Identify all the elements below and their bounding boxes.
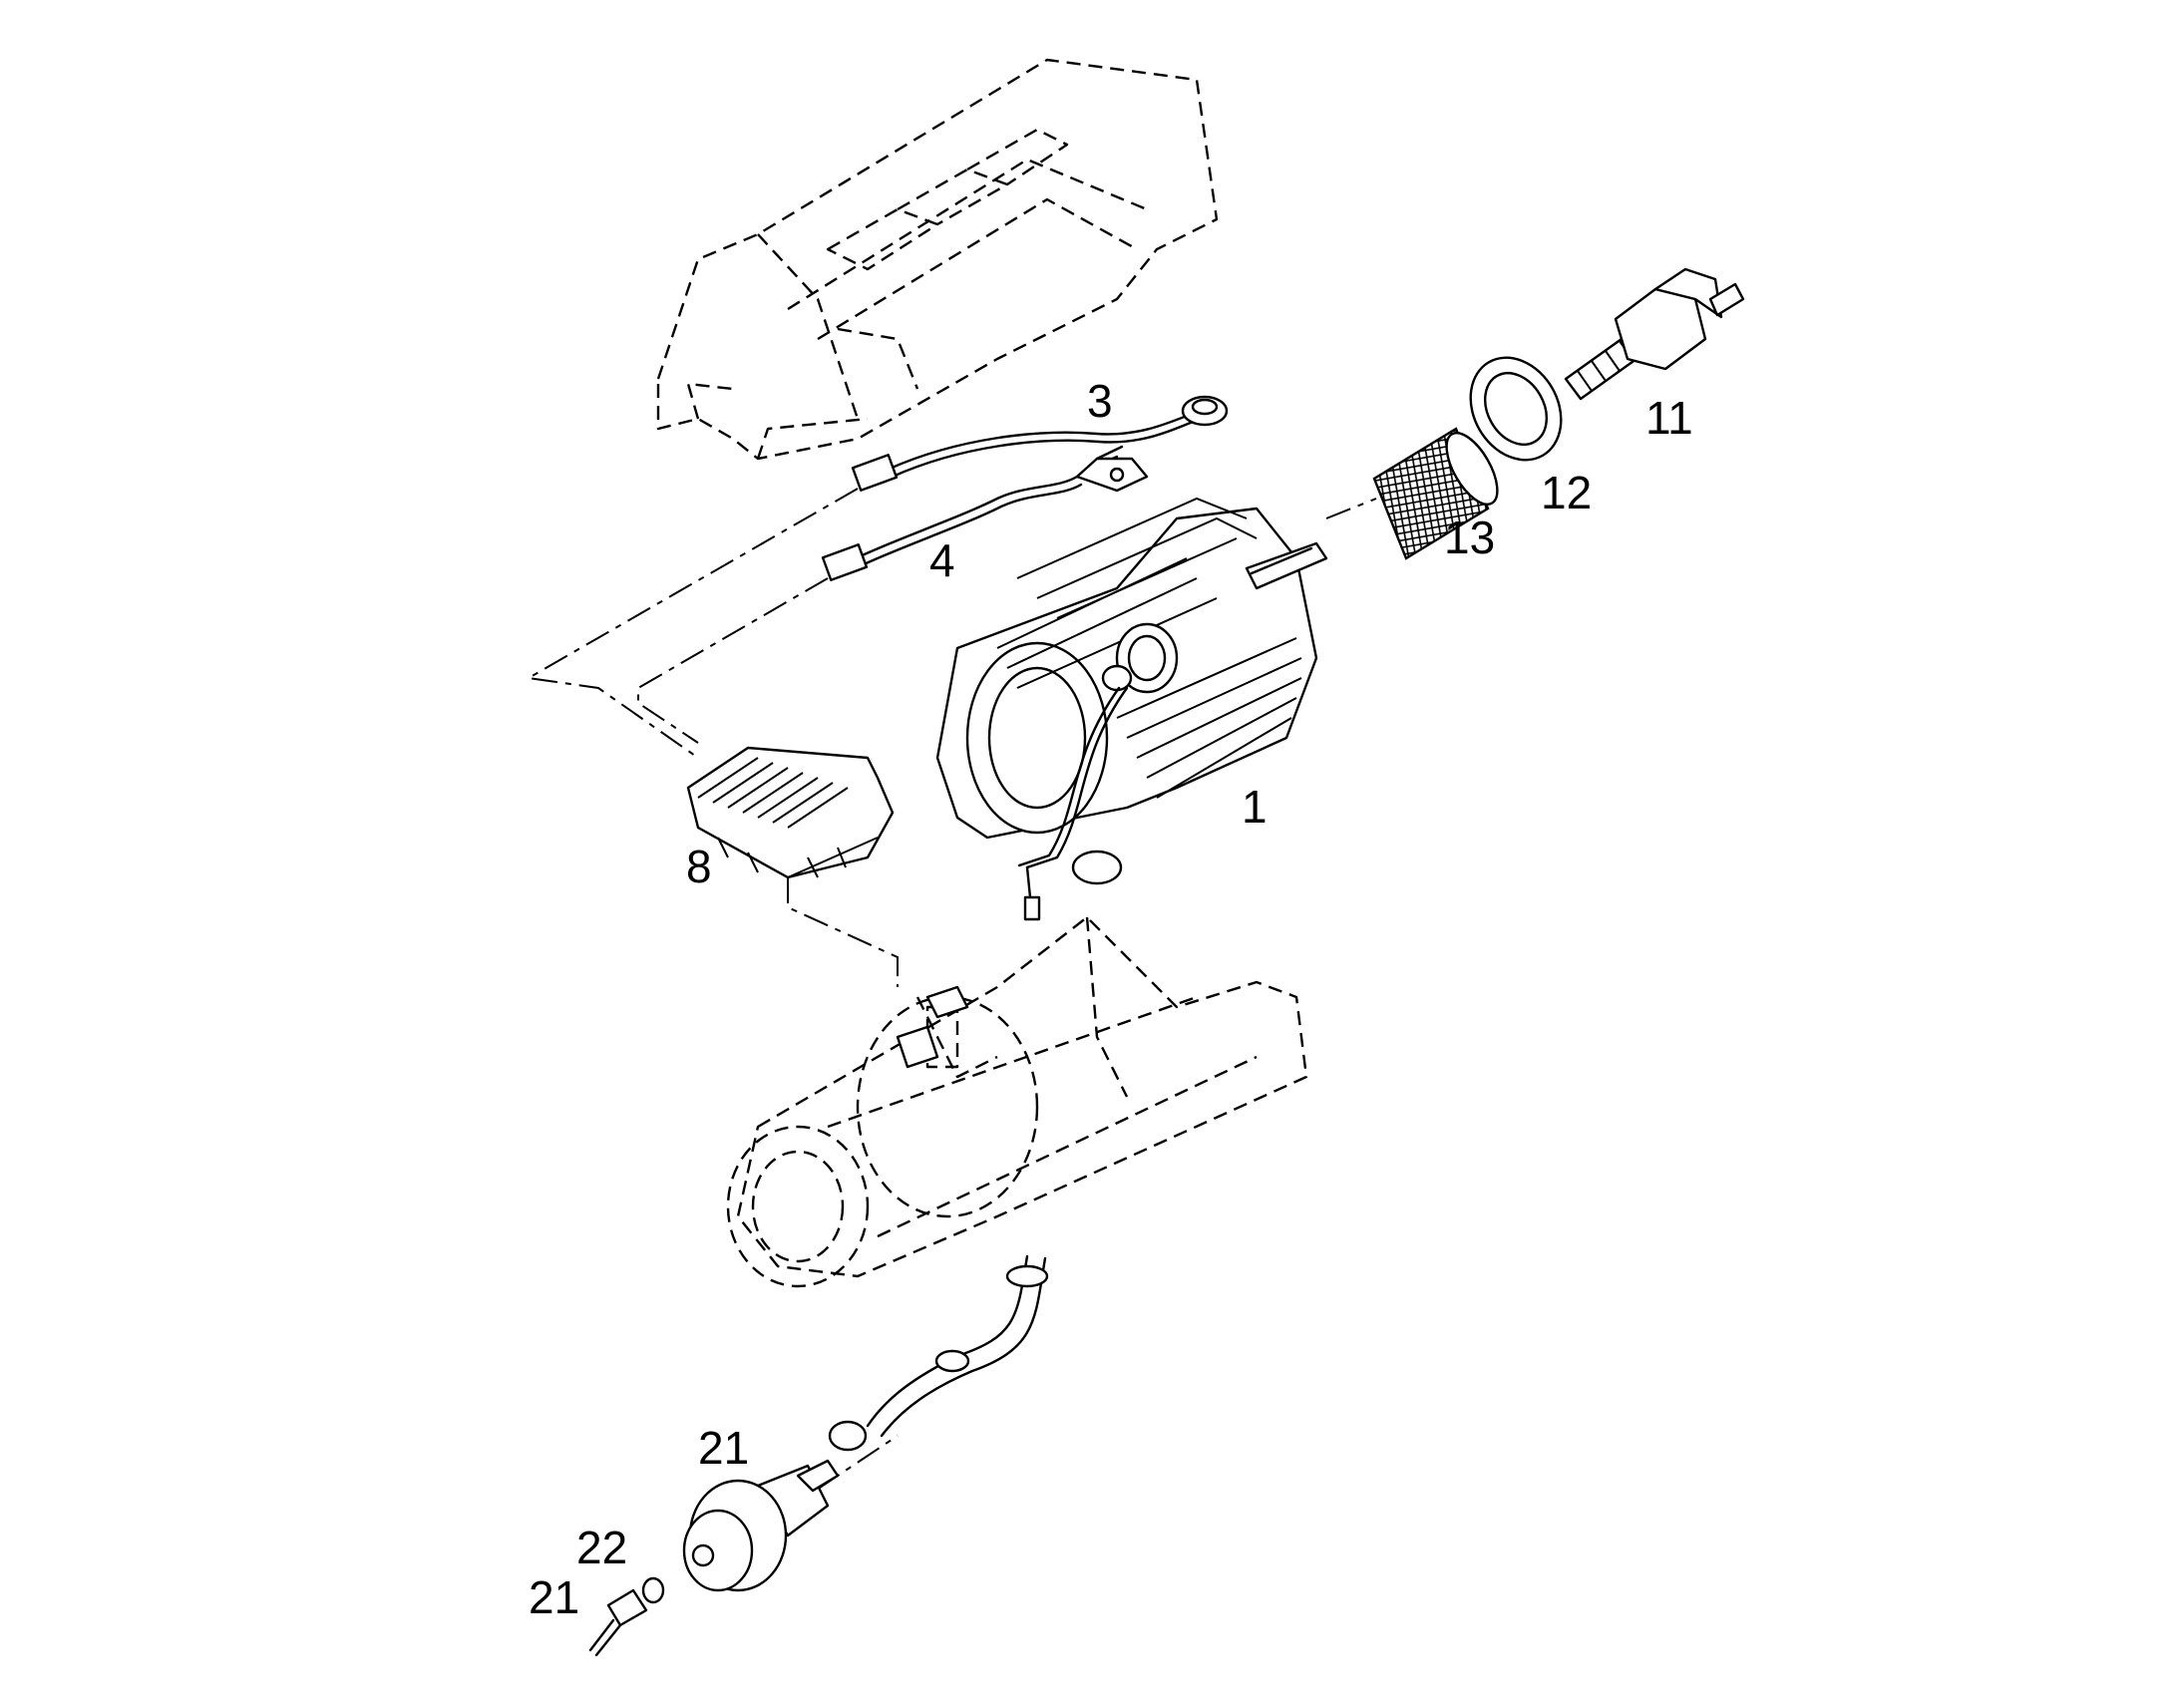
callout-part-22: 22 — [576, 1522, 627, 1573]
callout-labels: 1 3 4 8 11 12 13 21 22 21 — [529, 375, 1693, 1623]
part-13-filter-screen — [1372, 427, 1499, 560]
callout-part-8: 8 — [686, 841, 712, 892]
callout-part-1: 1 — [1242, 781, 1268, 833]
part-12-sealing-ring — [1469, 356, 1563, 462]
fuel-line — [828, 1254, 1049, 1452]
callout-part-21b: 21 — [529, 1571, 579, 1623]
callout-part-21a: 21 — [698, 1422, 749, 1474]
callout-part-3: 3 — [1087, 375, 1113, 427]
lower-burner-housing-ghost — [726, 915, 1308, 1288]
part-1-heat-exchanger — [935, 497, 1328, 921]
part-21-fuel-pump — [682, 1459, 840, 1592]
part-4-switch-harness — [821, 445, 1149, 581]
upper-housing-cover-ghost — [656, 58, 1219, 461]
part-8-control-unit — [686, 746, 895, 879]
callout-part-13: 13 — [1444, 512, 1495, 563]
callout-part-4: 4 — [929, 534, 955, 586]
callout-part-12: 12 — [1541, 467, 1592, 518]
part-21-fitting — [588, 1588, 648, 1657]
callout-part-11: 11 — [1645, 392, 1693, 444]
part-3-sensor-harness — [851, 395, 1229, 492]
part-22-washer — [641, 1576, 665, 1604]
part-11-glow-plug — [1564, 267, 1745, 401]
